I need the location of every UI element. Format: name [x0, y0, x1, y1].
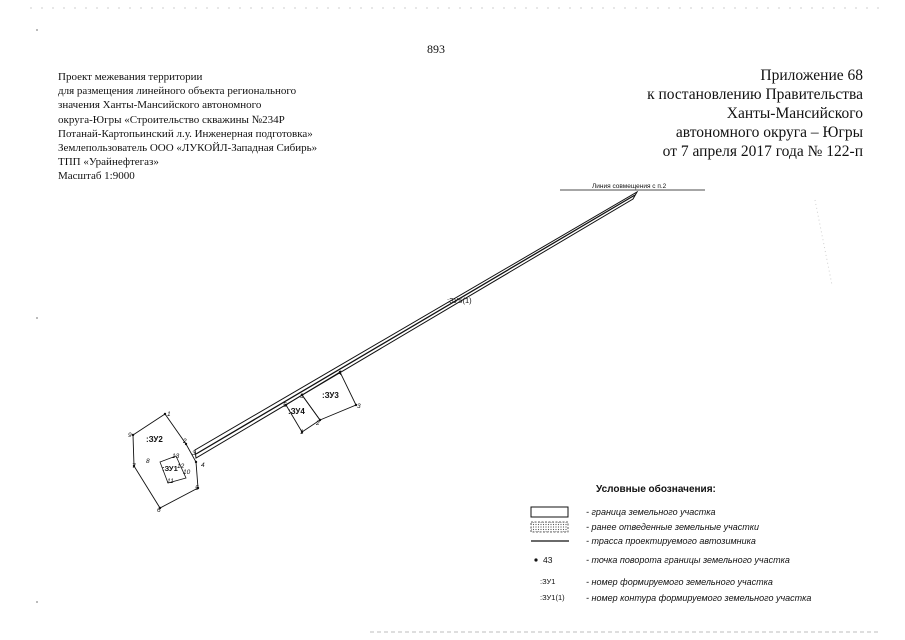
- appendix-line: от 7 апреля 2017 года № 122-п: [662, 143, 863, 160]
- point-number: 2: [315, 420, 320, 427]
- legend-item: - ранее отведенные земельные участки: [530, 521, 860, 535]
- turning-point: [318, 418, 322, 422]
- legend-sample: :ЗУ1(1): [540, 593, 565, 602]
- point-number: 6: [157, 507, 161, 514]
- legend-item: :ЗУ1(1) - номер контура формируемого зем…: [530, 592, 860, 606]
- previously-allocated-symbol: [530, 521, 569, 533]
- turning-point: [354, 403, 358, 407]
- point-number: 3: [357, 403, 361, 410]
- corridor-zu5-outline: [194, 190, 639, 459]
- point-number: 10: [183, 469, 191, 476]
- project-line: значения Ханты-Мансийского автономного: [58, 99, 262, 112]
- parcel-label-zu3: :ЗУ3: [322, 391, 339, 400]
- project-line: Проект межевания территории: [58, 71, 203, 83]
- legend-sample: :ЗУ1: [540, 577, 556, 586]
- point-number: 3: [300, 393, 304, 400]
- point-number: 1: [300, 429, 304, 436]
- scale-line: Масштаб 1:9000: [58, 170, 135, 183]
- point-number: 4: [201, 462, 205, 469]
- point-number: 9: [128, 432, 132, 439]
- legend-text: - ранее отведенные земельные участки: [586, 522, 760, 532]
- legend-text: - номер контура формируемого земельного …: [586, 593, 812, 603]
- turning-point: [131, 433, 135, 437]
- project-line: для размещения линейного объекта региона…: [58, 85, 297, 98]
- legend-sample: 43: [543, 555, 553, 565]
- parcel-zu1-outline: [159, 455, 187, 484]
- legend-text: - граница земельного участка: [586, 507, 716, 517]
- turning-point: [158, 506, 162, 510]
- legend-item: - граница земельного участка: [530, 506, 860, 520]
- project-info-block: Проект межевания территории для размещен…: [58, 70, 388, 184]
- turning-point: [163, 412, 167, 416]
- appendix-line: к постановлению Правительства: [647, 86, 863, 103]
- appendix-line: Ханты-Мансийского: [726, 105, 863, 122]
- point-number: 1: [167, 411, 171, 418]
- appendix-line: автономного округа – Югры: [675, 124, 863, 141]
- appendix-line: Приложение 68: [760, 67, 863, 84]
- turning-point: [300, 430, 304, 434]
- parcel-boundary-symbol: [530, 506, 569, 518]
- parcel-label-zu1: :ЗУ1: [162, 464, 178, 473]
- point-number: 4: [338, 370, 342, 377]
- project-line: Землепользователь ООО «ЛУКОЙЛ-Западная С…: [58, 142, 318, 155]
- parcel-label-zu5: :ЗУ5(1): [447, 296, 472, 305]
- parcel-zu2-outline: [132, 413, 199, 509]
- point-number: 7: [132, 463, 136, 470]
- appendix-block: Приложение 68 к постановлению Правительс…: [647, 66, 863, 161]
- point-number: 5: [195, 485, 199, 492]
- scan-noise-line: [814, 199, 833, 286]
- road-route-symbol: [531, 540, 569, 542]
- turning-point: [338, 370, 342, 374]
- turning-point: [194, 460, 198, 464]
- turning-point-symbol: [534, 558, 538, 562]
- legend-text: - номер формируемого земельного участка: [586, 577, 773, 587]
- point-number: 5: [283, 402, 287, 409]
- legend-text: - трасса проектируемого автозимника: [586, 536, 756, 546]
- road-route-line: [195, 194, 636, 455]
- legend-title: Условные обозначения:: [596, 484, 716, 495]
- legend-item: :ЗУ1 - номер формируемого земельного уча…: [530, 576, 860, 590]
- turning-point: [196, 486, 200, 490]
- point-number: 8: [146, 458, 150, 465]
- parcel-label-zu2: :ЗУ2: [146, 435, 163, 444]
- point-number: 2: [182, 438, 187, 445]
- turning-point: [284, 403, 288, 407]
- point-number: 3: [192, 450, 196, 457]
- alignment-line-label: Линия совмещения с п.2: [592, 183, 667, 190]
- turning-point: [300, 393, 304, 397]
- project-line: округа-Югры «Строительство скважины №234…: [58, 113, 285, 126]
- project-line: ТПП «Урайнефтегаз»: [58, 156, 159, 169]
- project-line: Потанай-Картопьинский л.у. Инженерная по…: [58, 127, 313, 140]
- point-number: 11: [167, 478, 174, 485]
- parcel-label-zu4: :ЗУ4: [288, 407, 305, 416]
- legend-item: - трасса проектируемого автозимника: [530, 535, 860, 549]
- point-number: 12: [177, 463, 185, 470]
- turning-point: [184, 442, 188, 446]
- legend-text: - точка поворота границы земельного учас…: [586, 555, 790, 565]
- turning-points: [131, 370, 358, 510]
- legend-item: 43 - точка поворота границы земельного у…: [530, 554, 860, 568]
- turning-point: [132, 464, 136, 468]
- page-number: 893: [427, 42, 445, 56]
- point-number: 13: [172, 453, 180, 460]
